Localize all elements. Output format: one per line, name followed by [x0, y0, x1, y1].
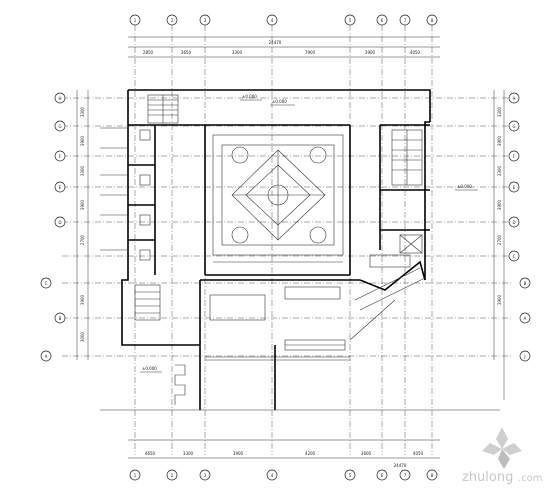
- right-dim-2: 3900: [497, 135, 502, 146]
- top-axis-bubbles: 1 2 3 4 5 6 7 8: [129, 14, 438, 26]
- bottom-dim-1: 4650: [145, 451, 156, 456]
- axis-right-F: F: [513, 154, 516, 159]
- axis-left-F: F: [59, 154, 62, 159]
- level-mark-2: ±0.000: [457, 184, 472, 189]
- axis-right-E: E: [513, 185, 516, 190]
- axis-right-H: H: [512, 96, 515, 101]
- stair-southwest: [134, 284, 161, 321]
- left-dim-1: 3300: [80, 106, 85, 117]
- southeast-entrance: [284, 254, 426, 341]
- bottom-dimension-lines: 4650 3300 3900 4200 3600 4050 24470: [100, 409, 500, 468]
- left-dim-2: 3900: [80, 135, 85, 146]
- axis-top-1: 1: [134, 18, 137, 23]
- west-rooms: [100, 127, 151, 261]
- level-mark-4: ±0.000: [142, 366, 157, 371]
- left-axis-bubbles: H G F E D C B A: [40, 92, 66, 362]
- stair-east: [391, 129, 423, 186]
- right-dim-3: 3300: [497, 165, 502, 176]
- right-dim-6: 3900: [497, 294, 502, 305]
- left-dim-6: 3900: [80, 294, 85, 305]
- stair-exterior: [174, 364, 186, 405]
- axis-right-J: J: [523, 354, 525, 359]
- axis-right-B: B: [524, 281, 527, 286]
- axis-left-B: B: [59, 316, 62, 321]
- left-dim-5: 2700: [80, 234, 85, 245]
- left-dim-3: 3300: [80, 165, 85, 176]
- bottom-dim-3: 3900: [233, 451, 244, 456]
- elevator: [399, 234, 423, 254]
- stair-north: [147, 94, 179, 124]
- level-marks: ±0.000 ±0.000 ±0.000 ±0.000: [140, 94, 478, 373]
- left-dim-4: 3900: [80, 199, 85, 210]
- axis-top-6: 6: [381, 18, 384, 23]
- bottom-axis-bubbles: 1 2 3 4 5 6 7 8: [129, 469, 438, 481]
- bottom-dim-4: 4200: [305, 451, 316, 456]
- bottom-dim-5: 3600: [361, 451, 372, 456]
- axis-left-E: E: [59, 185, 62, 190]
- axis-bottom-8: 8: [431, 473, 434, 478]
- axis-bottom-4: 4: [271, 473, 274, 478]
- axis-top-3: 3: [204, 18, 207, 23]
- axis-bottom-3: 3: [204, 473, 207, 478]
- bottom-total-dimension: 24470: [394, 463, 407, 468]
- horizontal-axis-lines: [62, 97, 512, 357]
- top-dim-6: 4050: [410, 50, 421, 55]
- central-atrium: [212, 134, 344, 263]
- right-dim-5: 2700: [497, 234, 502, 245]
- right-axis-bubbles: H G F E D C B A J: [508, 92, 531, 362]
- bottom-dim-2: 3300: [183, 451, 194, 456]
- building-walls: [121, 89, 431, 410]
- svg-text:.com: .com: [518, 473, 543, 484]
- axis-bottom-7: 7: [404, 473, 407, 478]
- bottom-dim-6: 4050: [413, 451, 424, 456]
- axis-top-4: 4: [271, 18, 274, 23]
- top-total-dimension: 24470: [269, 40, 282, 45]
- zhulong-watermark-logo: zhulong .com: [462, 427, 543, 485]
- axis-left-G: G: [58, 124, 61, 129]
- axis-left-C: C: [45, 281, 48, 286]
- axis-left-H: H: [58, 96, 61, 101]
- top-dim-2: 3650: [181, 50, 192, 55]
- level-mark-1: ±0.000: [272, 99, 287, 104]
- top-dim-5: 3900: [365, 50, 376, 55]
- left-dim-7: 3000: [80, 331, 85, 342]
- top-dim-1: 2850: [143, 50, 154, 55]
- axis-right-D: D: [512, 220, 515, 225]
- right-dim-4: 3900: [497, 199, 502, 210]
- level-mark-3: ±0.000: [242, 94, 257, 99]
- axis-right-A: A: [524, 316, 527, 321]
- side-dimension-lines: 3300 3900 3300 3900 2700 3900 3000 3300 …: [76, 90, 505, 400]
- top-dim-3: 3300: [232, 50, 243, 55]
- axis-bottom-1: 1: [134, 473, 137, 478]
- top-dim-4: 7900: [305, 50, 316, 55]
- axis-top-8: 8: [431, 18, 434, 23]
- axis-bottom-2: 2: [171, 473, 174, 478]
- axis-bottom-5: 5: [349, 473, 352, 478]
- axis-left-A: A: [45, 354, 48, 359]
- axis-top-5: 5: [349, 18, 352, 23]
- axis-left-D: D: [58, 220, 61, 225]
- top-dimension-lines: 24470 2850 3650 3300 7900 3900 4050: [128, 36, 440, 58]
- lower-hall: [205, 294, 350, 361]
- axis-bottom-6: 6: [381, 473, 384, 478]
- axis-right-G: G: [512, 124, 515, 129]
- right-dim-1: 3300: [497, 106, 502, 117]
- axis-right-C: C: [513, 254, 516, 259]
- svg-text:zhulong: zhulong: [462, 470, 513, 485]
- axis-top-7: 7: [404, 18, 407, 23]
- axis-top-2: 2: [171, 18, 174, 23]
